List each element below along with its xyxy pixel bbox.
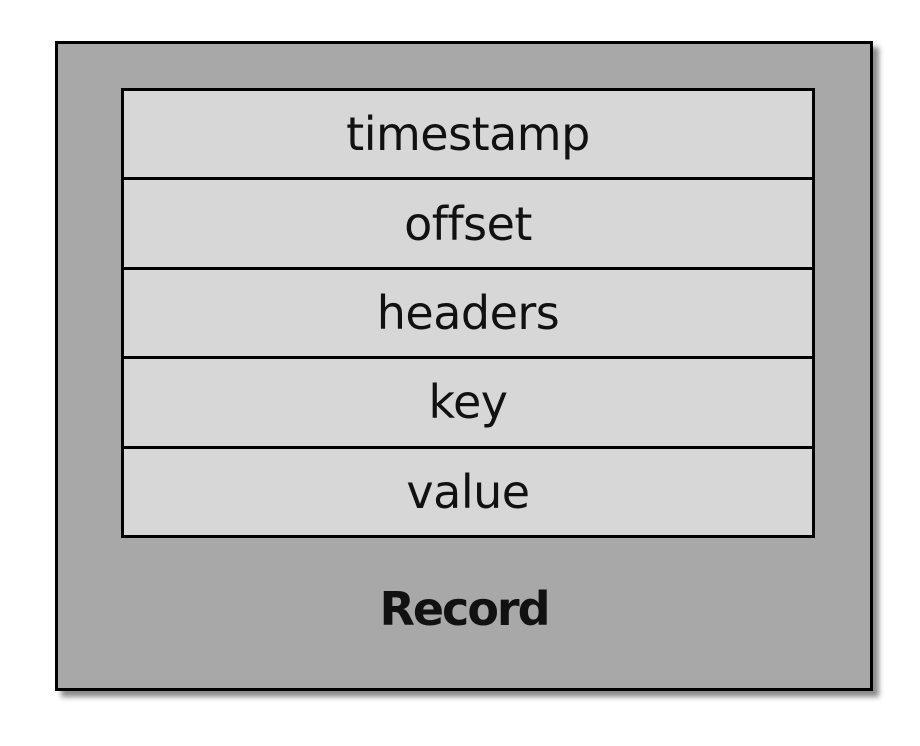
record-label: Record: [379, 582, 550, 636]
field-headers: headers: [124, 269, 812, 360]
field-timestamp: timestamp: [124, 91, 812, 181]
record-container: timestamp offset headers key value Recor…: [55, 41, 873, 691]
field-offset: offset: [124, 180, 812, 270]
field-key: key: [124, 359, 812, 449]
record-fields-stack: timestamp offset headers key value: [121, 88, 815, 538]
field-value: value: [124, 448, 812, 536]
